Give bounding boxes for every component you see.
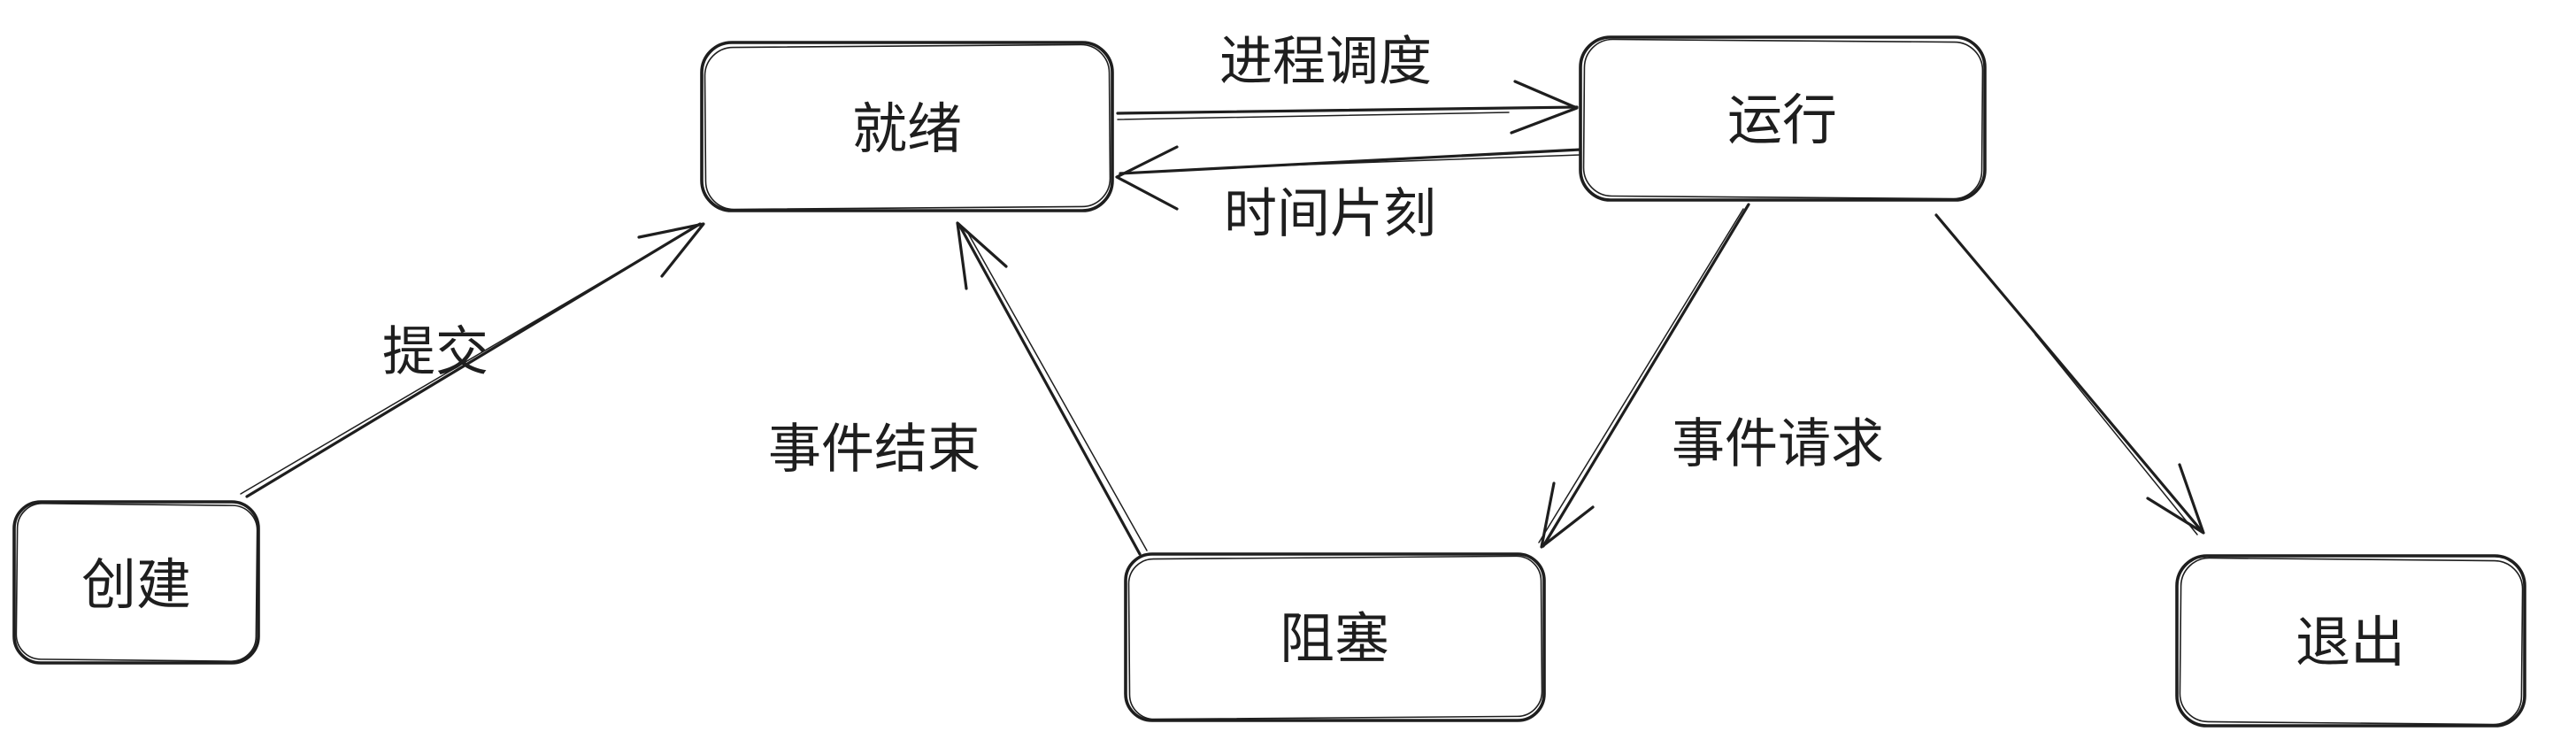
edge-create-to-ready-arrowhead <box>637 222 705 278</box>
edge-label-submit: 提交 <box>382 322 488 381</box>
edge-running-to-exit-line <box>1934 213 2203 533</box>
node-ready-box <box>700 41 1114 212</box>
node-blocked-box-sketch <box>1127 555 1543 720</box>
node-blocked-box <box>1124 552 1546 722</box>
node-create-label: 创建 <box>81 555 191 616</box>
edge-label-process-scheduling: 进程调度 <box>1219 32 1432 91</box>
edge-create-to-ready-line <box>245 222 702 498</box>
edge-ready-to-running-line-sketch <box>1117 112 1510 120</box>
node-ready-box-sketch <box>704 43 1111 211</box>
edge-label-time-slice: 时间片刻 <box>1224 184 1436 243</box>
edge-ready-to-running[interactable]: 进程调度 <box>1116 32 1579 135</box>
node-blocked-label: 阻塞 <box>1280 609 1389 670</box>
node-exit-box-sketch <box>2179 557 2524 726</box>
node-create[interactable]: 创建 <box>12 500 260 665</box>
node-blocked[interactable]: 阻塞 <box>1124 552 1546 722</box>
edge-ready-to-running-arrowhead <box>1510 80 1579 135</box>
edge-create-to-ready-line-sketch <box>240 230 689 495</box>
node-running[interactable]: 运行 <box>1579 35 1987 202</box>
node-exit[interactable]: 退出 <box>2175 554 2526 728</box>
edge-running-to-blocked-arrowhead <box>1540 481 1595 549</box>
edge-running-to-exit[interactable] <box>1934 213 2205 535</box>
edge-running-to-exit-line-sketch <box>2034 334 2198 535</box>
node-running-box-sketch <box>1582 38 1984 200</box>
edge-blocked-to-ready-arrowhead <box>956 221 1008 290</box>
edge-blocked-to-ready[interactable]: 事件结束 <box>768 221 1148 556</box>
edge-running-to-blocked-line <box>1542 203 1750 548</box>
edge-running-to-ready-line <box>1119 148 1582 175</box>
edge-create-to-ready[interactable]: 提交 <box>240 222 705 498</box>
edge-running-to-ready-arrowhead <box>1115 145 1179 211</box>
node-exit-label: 退出 <box>2295 612 2405 674</box>
edge-label-event-request: 事件请求 <box>1672 414 1884 474</box>
node-running-label: 运行 <box>1727 90 1837 151</box>
edge-label-event-finished: 事件结束 <box>768 420 980 479</box>
edge-blocked-to-ready-line-sketch <box>965 229 1148 551</box>
node-create-box <box>12 500 260 665</box>
node-ready[interactable]: 就绪 <box>700 41 1114 212</box>
edge-running-to-blocked-line-sketch <box>1538 208 1744 543</box>
node-ready-label: 就绪 <box>852 99 962 160</box>
edge-ready-to-running-line <box>1116 105 1579 115</box>
node-create-box-sketch <box>15 503 258 662</box>
node-exit-box <box>2175 554 2526 728</box>
node-running-box <box>1579 35 1987 202</box>
edge-running-to-ready[interactable]: 时间片刻 <box>1115 145 1582 243</box>
edge-running-to-ready-line-sketch <box>1256 154 1581 167</box>
edge-running-to-exit-arrowhead <box>2146 463 2205 535</box>
edge-blocked-to-ready-line <box>957 223 1142 556</box>
edge-running-to-blocked[interactable]: 事件请求 <box>1538 203 1884 549</box>
